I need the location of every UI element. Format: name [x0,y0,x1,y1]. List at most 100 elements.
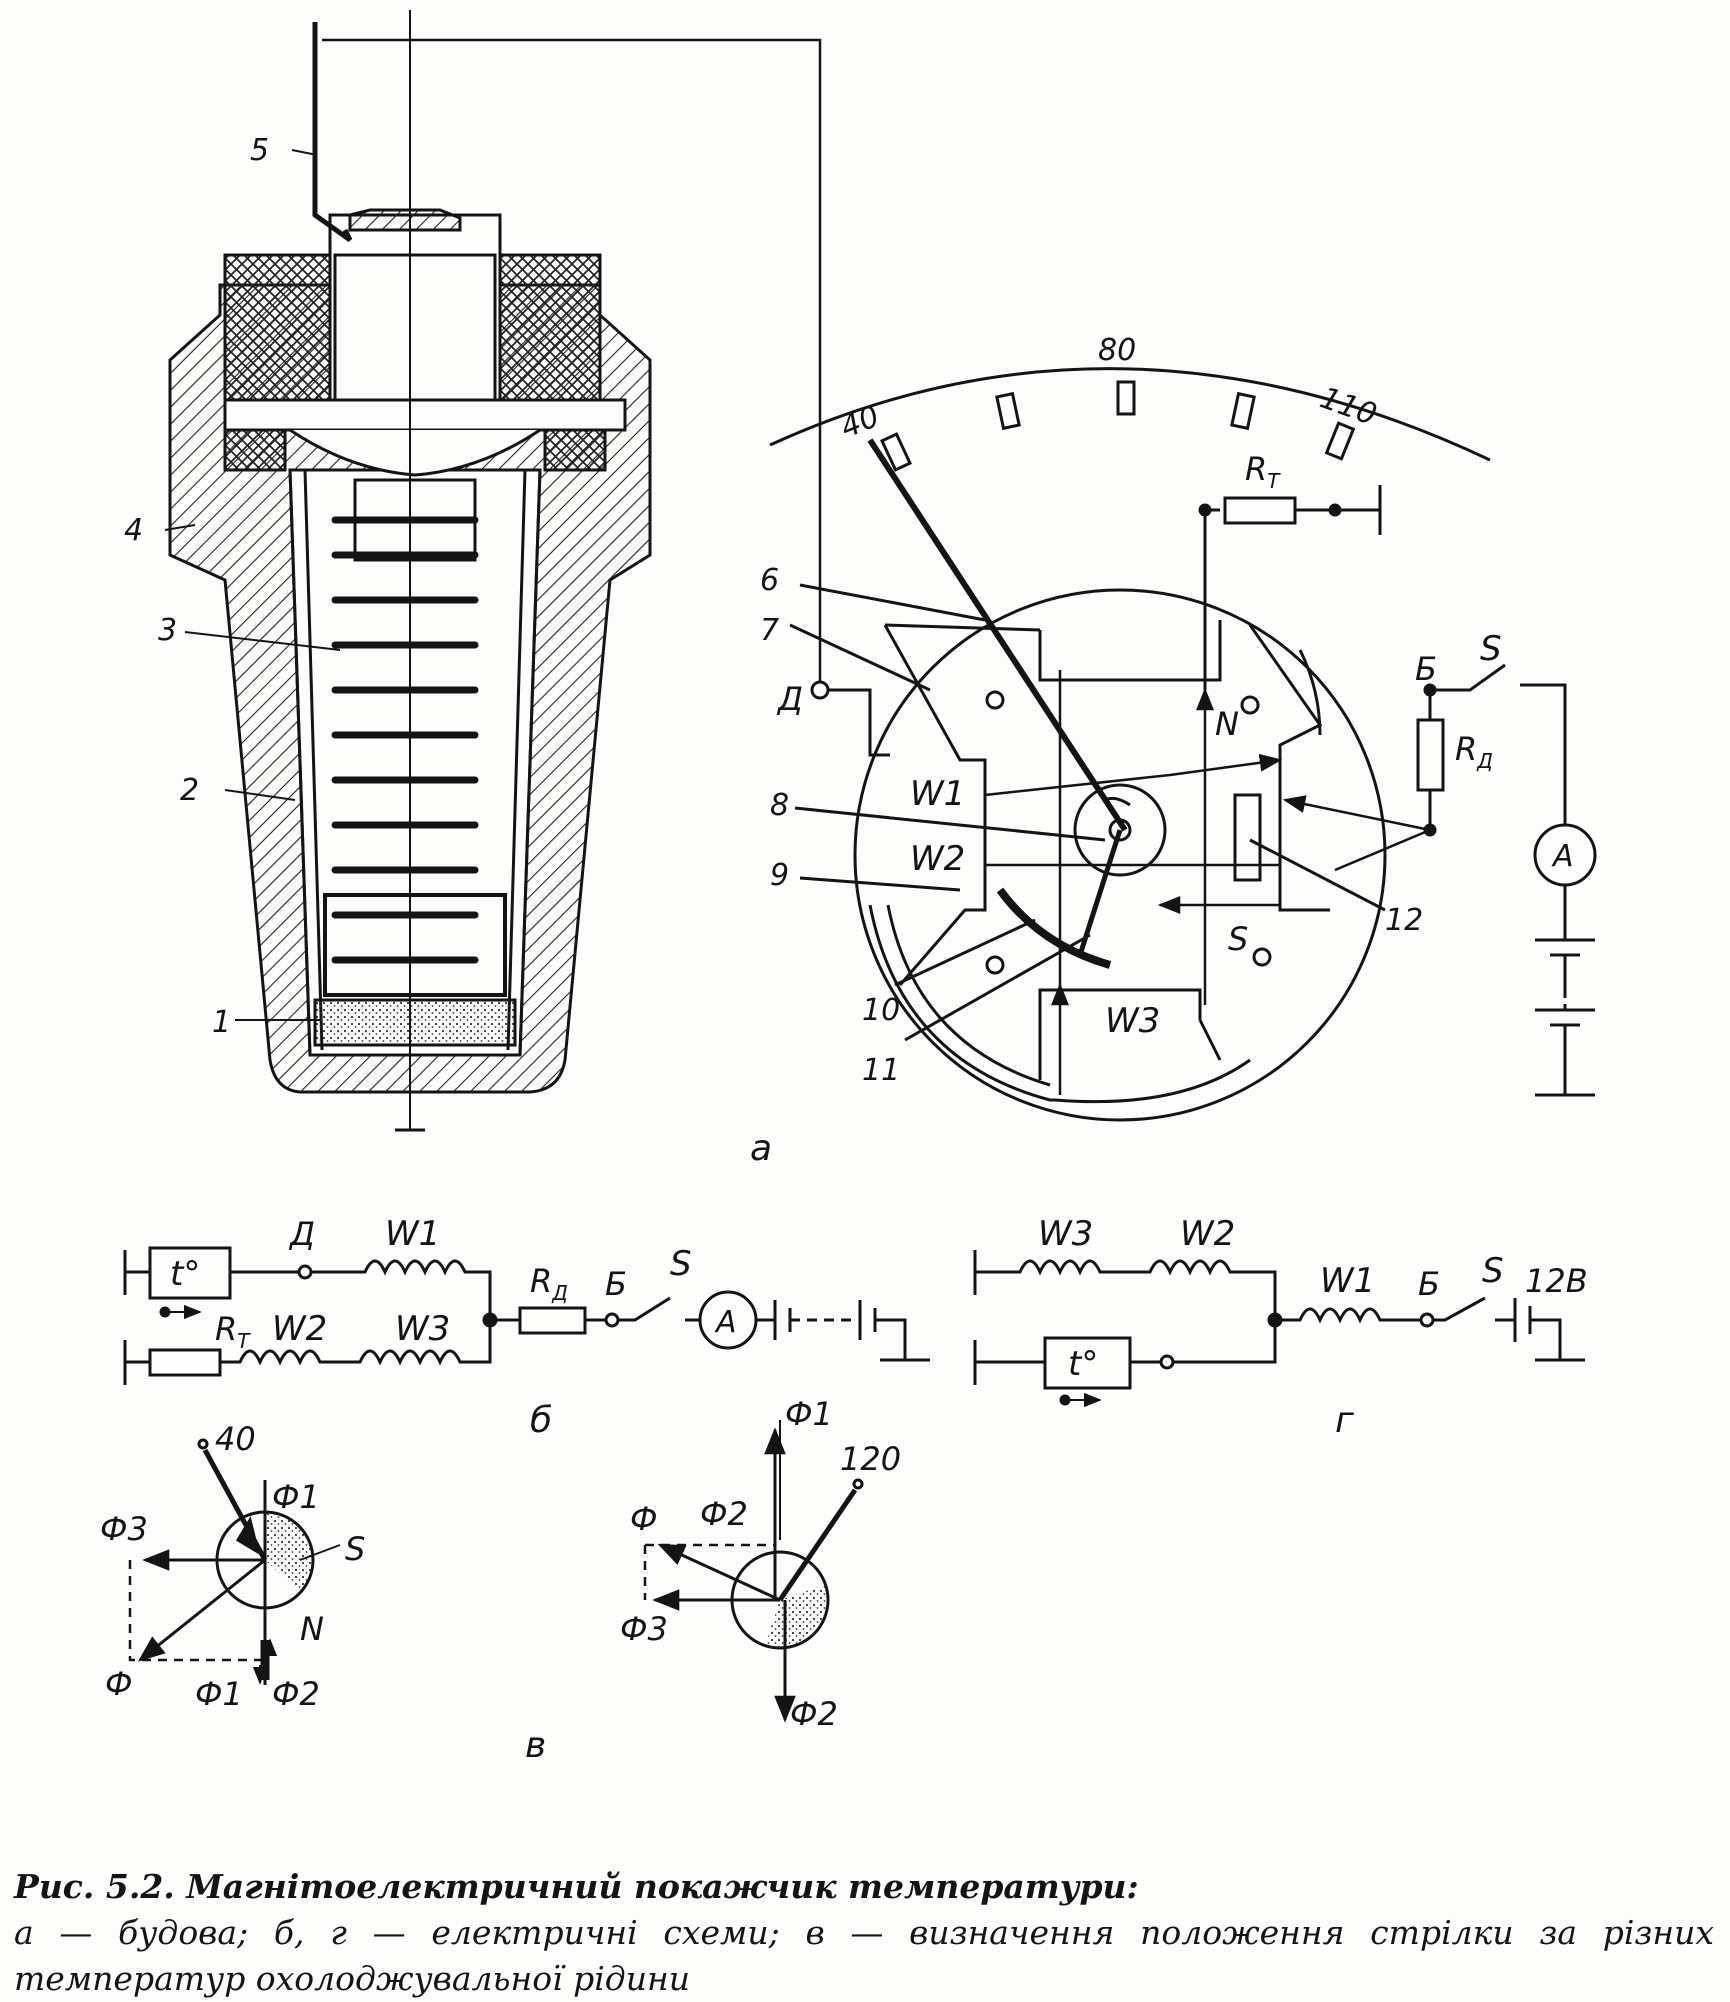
gauge-w1-label: W1 [910,774,965,814]
gauge-core-left [883,624,987,986]
panel-label-v: в [525,1725,546,1766]
scheme-g-labels: W3 W2 W1 Б S 12В t° г [1038,1214,1588,1441]
figure-caption: Рис. 5.2. Магнітоелектричний покажчик те… [14,1864,1714,2002]
gauge-core-lower [1038,988,1222,1080]
gauge-core-upper [1038,620,1323,760]
scheme-b-d-label: Д [288,1215,315,1253]
scheme-b-coil-w2-w3 [220,1320,492,1366]
gauge-permanent-magnet [1233,793,1262,882]
scheme-g-temp-label: t° [1068,1344,1098,1384]
scheme-g-coil-w1 [1275,1307,1420,1324]
gauge-terminal-d-label: Д [776,680,803,718]
gauge-callout-8: 8 [770,788,789,823]
scheme-b-w2-label: W2 [272,1309,327,1349]
sensor-callout-4: 4 [124,513,143,548]
gauge-scale-mark [1230,391,1256,431]
gauge-rt-label: RТ [1245,450,1281,493]
gauge-pointer [867,438,1128,832]
vector-left-phi1-b: Ф1 [195,1675,243,1713]
vector-right-phi3: Ф3 [620,1610,668,1648]
scheme-b-rd-label: RД [530,1262,568,1305]
scheme-b-rt-label: RТ [215,1310,251,1353]
scheme-b-coil-w1 [311,1259,492,1320]
sensor-plate [223,398,627,432]
vector-left-phi3: Ф3 [100,1510,148,1548]
sensor-callout-3: 3 [158,613,177,648]
gauge-core-frame [884,623,1322,736]
sensor-callout-5: 5 [250,133,269,168]
vector-right-phi2: Ф2 [700,1495,748,1533]
gauge-scale-80: 80 [1098,333,1136,368]
sensor-callout-2: 2 [180,773,199,808]
scheme-g-w2-label: W2 [1180,1214,1235,1254]
gauge-w3-label: W3 [1105,1001,1160,1041]
gauge-mechanism [769,367,1597,1122]
gauge-callout-12: 12 [1385,903,1423,938]
vector-left-phi1: Ф1 [272,1478,320,1516]
figure-canvas: 1 2 3 4 5 [100,10,1597,1766]
scheme-b-temp-label: t° [170,1254,200,1294]
vector-left-scale: 40 [215,1420,256,1458]
sensor-lead-bracket [312,22,353,243]
scheme-g-terminal-b [1419,1312,1435,1328]
gauge-ammeter-label: A [1551,839,1574,874]
scheme-b-w3-label: W3 [395,1309,450,1349]
panel-label-b: б [530,1400,552,1441]
gauge-labels: 40 80 110 6 7 8 9 10 11 12 Д Б S W1 W2 W… [750,333,1574,1169]
temperature-sensor [168,10,822,1132]
gauge-scale-40: 40 [836,399,885,446]
vector-right [643,1420,864,1723]
scheme-b-terminal-b [604,1312,620,1328]
gauge-callout-7: 7 [760,613,779,648]
scheme-g-coil-w3-w2 [1005,1259,1277,1320]
gauge-scale-110: 110 [1315,380,1381,432]
sensor-callouts [164,149,341,1021]
gauge-callout-11: 11 [862,1053,900,1088]
scheme-b-s-label: S [670,1244,692,1284]
panel-label-g: г [1335,1400,1355,1441]
sensor-spring [331,516,479,964]
gauge-callout-10: 10 [862,993,900,1028]
gauge-housing [853,588,1387,1122]
gauge-rt-resistor [1223,496,1297,525]
scheme-g-voltage-label: 12В [1525,1262,1588,1300]
gauge-callout-9: 9 [770,858,789,893]
gauge-scale-mark [879,432,913,472]
gauge-switch-label: S [1480,629,1502,669]
sensor-tube [288,469,542,1056]
scheme-b-labels: t° Д W1 RТ W2 W3 RД Б S A б [170,1214,737,1441]
vector-right-pointer [777,1488,858,1602]
vector-right-phi1: Ф1 [785,1395,833,1433]
scheme-b-w1-label: W1 [385,1214,440,1254]
vector-left-labels: 40 Ф1 Ф3 S N Ф Ф1 Ф2 в [100,1420,546,1766]
sensor-callout-1: 1 [212,1005,231,1040]
vector-left-phi: Ф [105,1665,133,1703]
scheme-g-s-label: S [1482,1251,1504,1291]
scheme-g-b-label: Б [1418,1265,1440,1303]
scheme-b-rd [518,1306,587,1335]
gauge-pole-n: N [1215,705,1239,743]
gauge-terminal-d [810,680,830,700]
scheme-g-w1-label: W1 [1320,1261,1375,1301]
gauge-scale-mark [1324,421,1356,461]
scheme-b-ammeter-label: A [714,1305,737,1340]
vector-right-phi2-b: Ф2 [790,1695,838,1733]
gauge-scale-arc [769,367,1491,462]
scheme-b [123,1246,930,1385]
vector-left [128,1438,341,1685]
vector-left-s: S [345,1530,365,1568]
gauge-terminal-b-label: Б [1415,650,1437,688]
panel-label-a: а [750,1128,772,1169]
gauge-callout-6: 6 [760,563,779,598]
gauge-shield [868,904,1251,1104]
gauge-pole-s: S [1228,920,1248,958]
caption-title: Рис. 5.2. Магнітоелектричний покажчик те… [14,1867,1139,1906]
gauge-w2-label: W2 [910,839,965,879]
scheme-g-w3-label: W3 [1038,1214,1093,1254]
scheme-b-b-label: Б [605,1265,627,1303]
gauge-scale-mark [1116,380,1136,416]
gauge-scale-mark [995,391,1021,431]
sensor-thermistor [313,998,517,1047]
vector-right-labels: Ф1 120 Ф Ф2 Ф3 Ф2 [620,1395,901,1733]
gauge-rotor-magnet [1073,783,1167,877]
